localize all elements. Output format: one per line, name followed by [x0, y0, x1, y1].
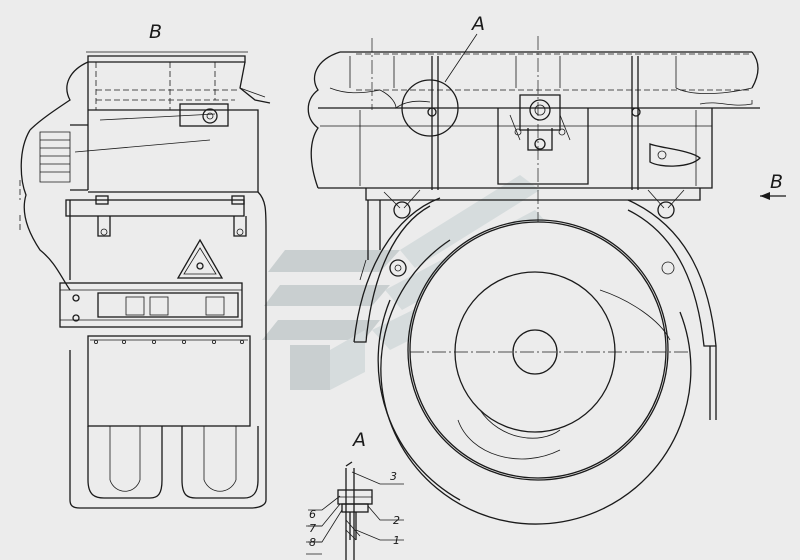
callout-a-circle	[401, 79, 459, 137]
part-number-2: 2	[393, 514, 400, 527]
view-b-arrow-label: B	[770, 171, 783, 193]
part-number-3: 3	[390, 470, 397, 483]
part-number-6: 6	[309, 508, 316, 521]
part-number-7: 7	[309, 522, 316, 535]
part-number-8: 8	[309, 536, 316, 549]
main-front-elevation	[307, 33, 786, 525]
view-b-side-elevation	[19, 51, 271, 509]
view-b-title: B	[149, 21, 162, 43]
callout-a-label: A	[470, 13, 485, 35]
detail-a-title: A	[351, 429, 366, 451]
part-number-1: 1	[393, 534, 400, 547]
